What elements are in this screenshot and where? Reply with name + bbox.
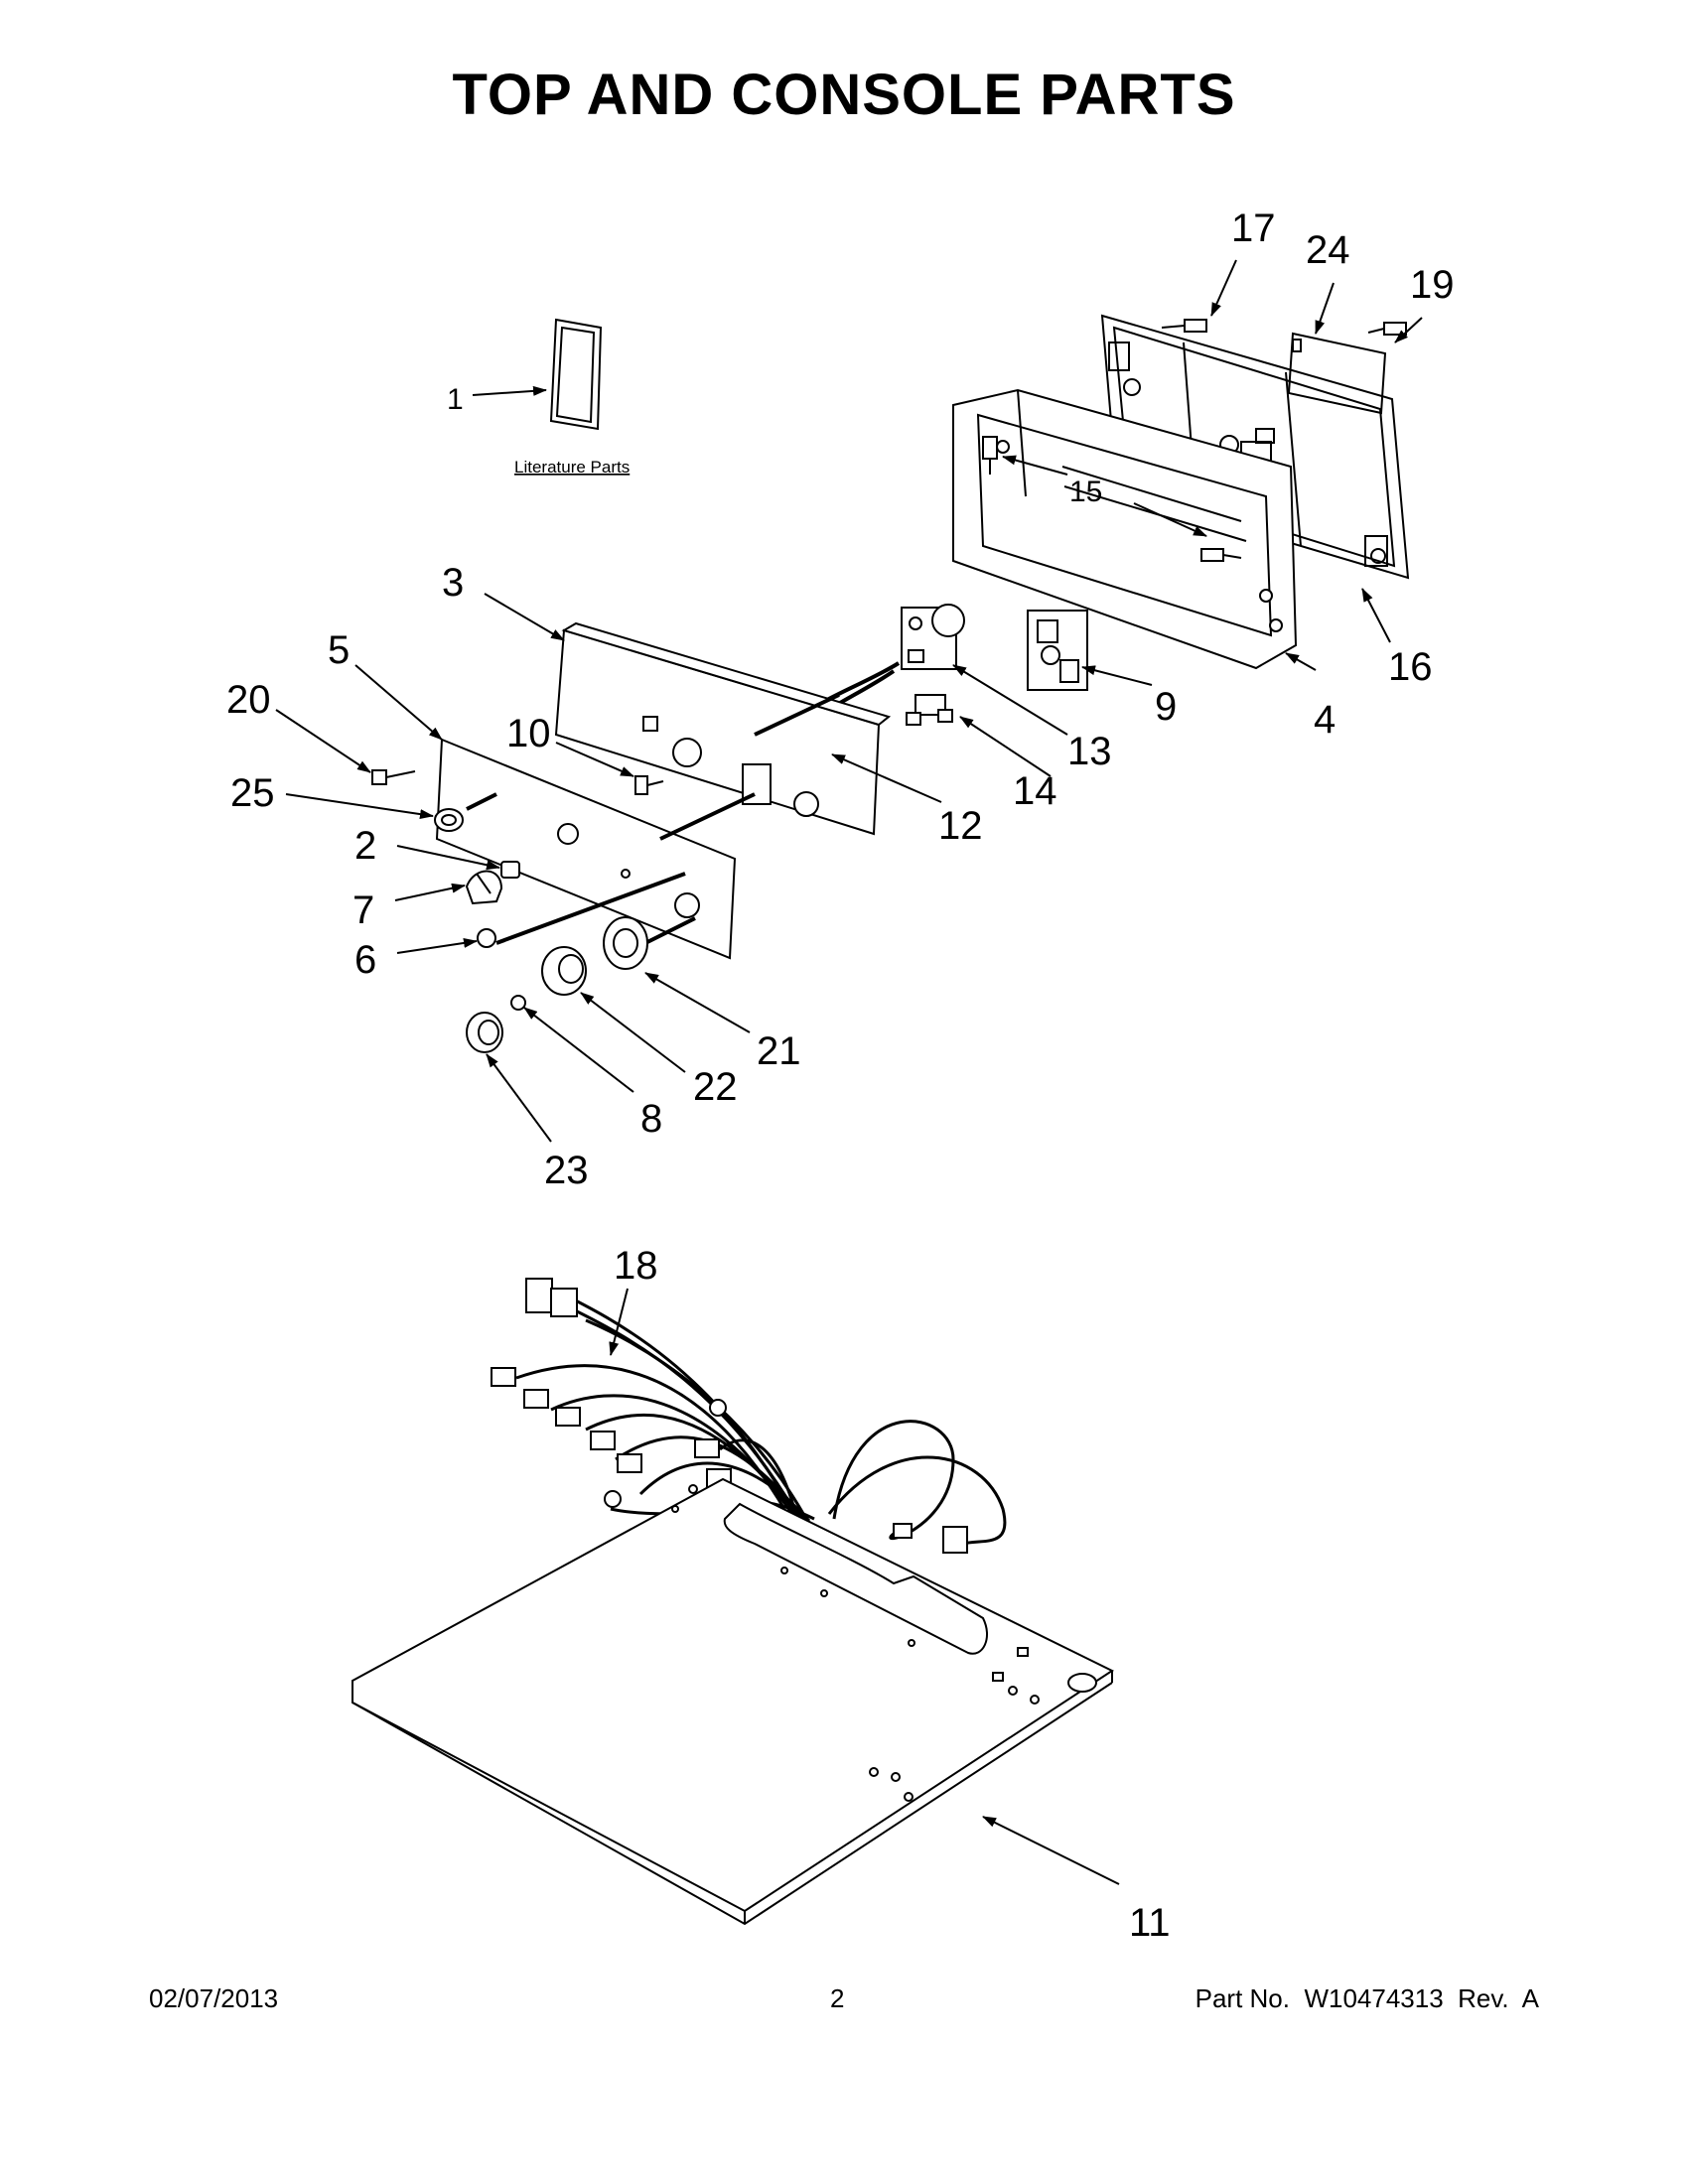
callout-6: 6 [354,938,376,982]
callout-23: 23 [544,1149,589,1192]
callout-20: 20 [226,678,271,722]
screw-15a [982,436,998,475]
callout-19: 19 [1410,263,1455,307]
screw-15b [1200,548,1242,562]
push-to-start-switch-14 [906,694,953,726]
callout-9: 9 [1155,685,1177,729]
callout-8: 8 [640,1097,662,1141]
callout-15: 15 [1069,476,1102,508]
footer-page-number: 2 [830,1983,845,2013]
timer-13 [901,604,965,670]
callout-17: 17 [1231,206,1276,250]
control-panel-3 [554,621,892,836]
screw-17 [1161,319,1207,333]
callout-1: 1 [447,383,464,416]
callout-12: 12 [938,804,983,848]
literature-parts-label: Literature Parts [514,458,630,477]
lens-25 [434,808,464,832]
leader-arrows [275,259,1423,1885]
button-6 [477,928,496,948]
callout-14: 14 [1013,769,1057,813]
nut-2 [500,861,520,879]
knob-cap-23 [466,1012,503,1053]
callout-24: 24 [1306,228,1350,272]
screw-20 [371,769,416,785]
callout-13: 13 [1067,730,1112,773]
knob-22 [541,946,587,996]
callout-18: 18 [614,1244,658,1288]
screw-10 [634,775,664,795]
dryer-top-panel-11 [352,1477,1115,1926]
spring-clip-8 [510,995,526,1011]
literature-booklet [549,318,603,431]
wire-harness-18 [515,1289,1007,1546]
callout-3: 3 [442,561,464,605]
callout-2: 2 [354,824,376,868]
callout-10: 10 [506,712,551,755]
callout-21: 21 [757,1029,801,1073]
cycle-selector-switch-9 [1027,610,1088,691]
callout-7: 7 [352,888,374,932]
knob-skirt-21 [603,916,648,970]
console-circuit-board [1287,332,1387,415]
callout-5: 5 [328,628,350,672]
callout-16: 16 [1388,645,1433,689]
screw-19 [1367,322,1407,336]
callout-4: 4 [1314,698,1336,742]
harness-connectors [491,1278,968,1554]
console-housing [952,388,1298,670]
control-panel-trim-5 [435,738,737,960]
page-title: TOP AND CONSOLE PARTS [452,63,1236,127]
footer-part-number: Part No. W10474313 Rev. A [1195,1983,1539,2013]
callout-22: 22 [693,1065,738,1109]
callout-25: 25 [230,771,275,815]
knob-7 [465,870,503,905]
callout-11: 11 [1129,1901,1171,1945]
footer-date: 02/07/2013 [149,1983,279,2013]
